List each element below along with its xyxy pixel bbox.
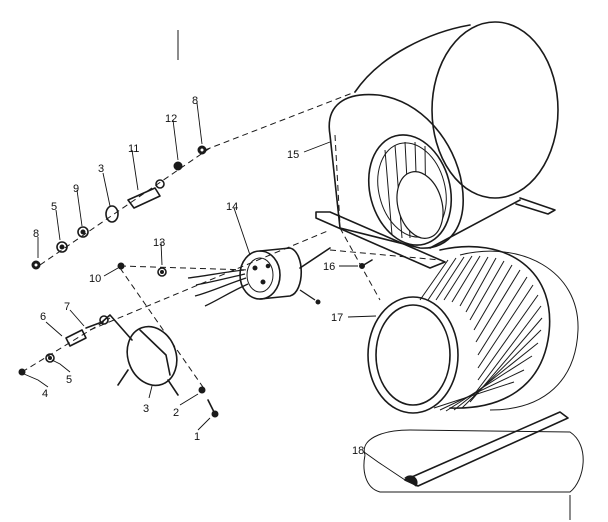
mounting-bracket	[315, 197, 556, 269]
callout-4: 4	[42, 388, 48, 400]
callout-18: 18	[352, 445, 364, 457]
callout-3-lower: 3	[143, 403, 149, 415]
mounting-ring-strap	[101, 314, 179, 396]
callout-5-lower: 5	[66, 374, 72, 386]
callout-10: 10	[89, 273, 101, 285]
callout-8-lower: 8	[33, 228, 39, 240]
cutoff-plate	[363, 411, 584, 493]
callout-labels: 1 2 3 3 4 5 5 6 7 8 8 9 10 11 12 13 14 1…	[23, 95, 406, 481]
callout-16: 16	[323, 261, 335, 273]
callout-13: 13	[153, 237, 165, 249]
callout-9: 9	[73, 183, 79, 195]
callout-17: 17	[331, 312, 343, 324]
motor	[187, 247, 331, 307]
callout-5-upper: 5	[51, 201, 57, 213]
blower-housing	[328, 21, 559, 249]
blower-wheel	[367, 245, 579, 414]
callout-15: 15	[287, 149, 299, 161]
callout-8-upper: 8	[192, 95, 198, 107]
callout-3-upper: 3	[98, 163, 104, 175]
callout-14: 14	[226, 201, 238, 213]
callout-12: 12	[165, 113, 177, 125]
callout-1: 1	[194, 431, 200, 443]
callout-2: 2	[173, 407, 179, 419]
callout-6: 6	[40, 311, 46, 323]
callout-11: 11	[128, 143, 139, 155]
callout-7: 7	[64, 301, 70, 313]
